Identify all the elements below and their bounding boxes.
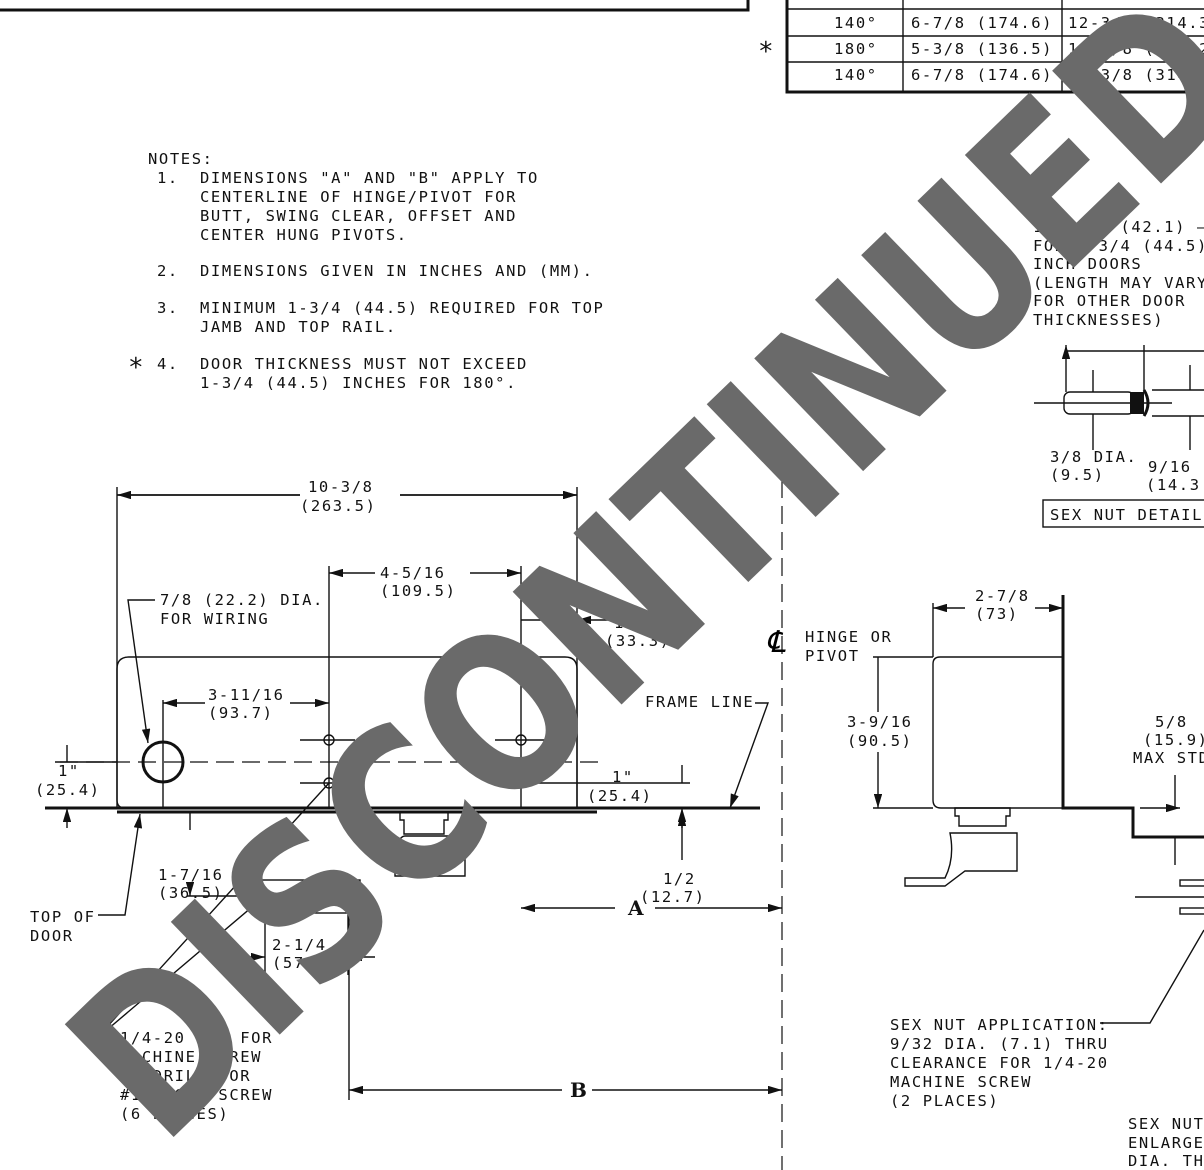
mounting-plate [252,879,361,914]
angle-table: 140° 6-7/8 (174.6) 12-3/8 (314.3 180° 5-… [758,0,1204,94]
head-label: 9/16 [1148,458,1192,476]
side-view: 2-7/8 (73) 3-9/16 (90.5) 5/8 (15.9) MAX … [847,587,1204,1170]
note-line: JAMB AND TOP RAIL. [200,318,397,336]
sexnut-note: THICKNESSES) [1033,311,1164,329]
edge-dim: (33.3) [605,632,671,650]
dia-label: 3/8 DIA. [1050,448,1137,466]
dimension-a: A [627,896,644,920]
hole-spacing-dim: (109.5) [380,582,457,600]
table-cell-b: 12-3/8 (314.3 [1068,66,1204,84]
notes-title: NOTES: [148,150,214,168]
dia-label: (9.5) [1050,466,1105,484]
top-of-door-label: TOP OF [30,908,96,926]
tap-note: (6 PLACES) [120,1105,229,1123]
tap-note: 1/4-20 TAP FOR [120,1029,273,1047]
front-view: 10-3/8 (263.5) 4-5/16 (109.5) 7/8 (22.2)… [30,478,892,1170]
application-note: (2 PLACES) [890,1092,999,1110]
note-line: BUTT, SWING CLEAR, OFFSET AND [200,207,517,225]
sexnut-bottom-note: SEX NUT [1128,1115,1204,1133]
gap-dim: 1/2 [663,870,696,888]
note-number: 3. [157,299,179,317]
note-line: CENTER HUNG PIVOTS. [200,226,408,244]
hinge-label: PIVOT [805,647,860,665]
note-line: MINIMUM 1-3/4 (44.5) REQUIRED FOR TOP [200,299,604,317]
application-note: SEX NUT APPLICATION: [890,1016,1109,1034]
note-line: DIMENSIONS GIVEN IN INCHES AND (MM). [200,262,594,280]
arm-offset-dim: 1-7/16 [158,866,224,884]
notes: NOTES: 1. DIMENSIONS "A" AND "B" APPLY T… [128,150,604,392]
wiring-hole-label: FOR WIRING [160,610,269,628]
top-of-door-label: DOOR [30,927,74,945]
left-height-dim: 1" [58,762,80,780]
side-width-dim: (73) [975,605,1019,623]
tap-note: #14 WOOD SCREW [120,1086,273,1104]
left-height-dim: (25.4) [35,781,101,799]
note-line: DOOR THICKNESS MUST NOT EXCEED [200,355,528,373]
stop-dim: MAX STD [1133,749,1204,767]
hole-spacing-dim: 4-5/16 [380,564,446,582]
table-cell-b: 10-7/8 (276.2 [1068,40,1204,58]
application-note: MACHINE SCREW [890,1073,1032,1091]
wiring-offset-dim: 3-11/16 [208,686,285,704]
sexnut-bottom-note: DIA. TH [1128,1152,1204,1170]
application-note: CLEARANCE FOR 1/4-20 [890,1054,1109,1072]
hinge-label: HINGE OR [805,628,892,646]
table-cell-a: 6-7/8 (174.6) [911,14,1053,32]
edge-dim: 1-5/16 [614,614,680,632]
application-note: 9/32 DIA. (7.1) THRU [890,1035,1109,1053]
table-cell-b: 12-3/8 (314.3 [1068,14,1204,32]
sexnut-note: INCH DOORS [1033,255,1142,273]
stop-dim: 5/8 [1155,713,1188,731]
right-height-dim: (25.4) [587,787,653,805]
table-cell-angle: 180° [834,40,878,58]
sexnut-note: (LENGTH MAY VARY [1033,274,1204,292]
note-number: 4. [157,355,179,373]
wiring-offset-dim: (93.7) [208,704,274,722]
gap-dim: (12.7) [640,888,706,906]
sexnut-bottom-note: ENLARGE [1128,1134,1204,1152]
sexnut-note: FOR 1-3/4 (44.5) [1033,237,1204,255]
right-height-dim: 1" [612,768,634,786]
side-width-dim: 2-7/8 [975,587,1030,605]
table-cell-a: 6-7/8 (174.6) [911,66,1053,84]
side-height-dim: 3-9/16 [847,713,913,731]
stop-dim: (15.9) [1143,731,1204,749]
note-number: 1. [157,169,179,187]
centerline-symbol: ℄ [766,625,786,660]
note-line: CENTERLINE OF HINGE/PIVOT FOR [200,188,517,206]
note-line: 1-3/4 (44.5) INCHES FOR 180°. [200,374,517,392]
sexnut-note: 1-21/32 (42.1) — [1033,218,1204,236]
head-label: (14.3 [1146,476,1201,494]
plate-dim: 2-1/4 [272,936,327,954]
dimension-b: B [570,1078,587,1102]
side-height-dim: (90.5) [847,732,913,750]
wiring-hole-label: 7/8 (22.2) DIA. [160,591,324,609]
arm-offset-dim: (36.5) [158,884,224,902]
sex-nut-detail-label: SEX NUT DETAIL [1050,506,1203,524]
sexnut-note: FOR OTHER DOOR [1033,292,1186,310]
frame-line-label: FRAME LINE [645,693,754,711]
note-line: DIMENSIONS "A" AND "B" APPLY TO [200,169,539,187]
sex-nut-detail: 1-21/32 (42.1) — FOR 1-3/4 (44.5) INCH D… [1033,218,1204,528]
title-box-edge [0,0,750,12]
tap-note: OR DRILL FOR [120,1067,251,1085]
table-cell-angle: 140° [834,14,878,32]
overall-width-dim: (263.5) [300,497,377,515]
overall-width-dim: 10-3/8 [308,478,374,496]
table-cell-angle: 140° [834,66,878,84]
note-number: 2. [157,262,179,280]
table-cell-a: 5-3/8 (136.5) [911,40,1053,58]
asterisk-marker: * [758,37,775,67]
asterisk-marker: * [128,353,145,383]
tap-note: MACHINE SCREW [120,1048,262,1066]
plate-dim: (57.2) [272,954,338,972]
